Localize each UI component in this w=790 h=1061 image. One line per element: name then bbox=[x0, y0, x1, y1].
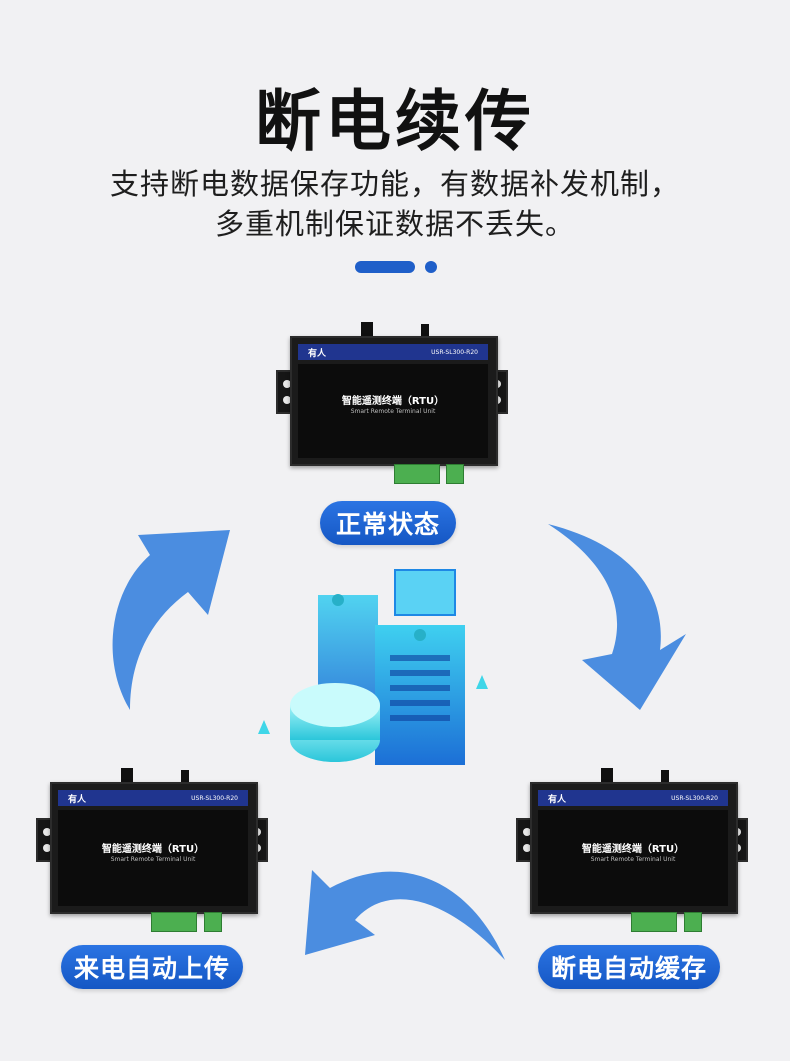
description-line-1: 支持断电数据保存功能，有数据补发机制， bbox=[109, 167, 680, 201]
monitor-icon bbox=[394, 569, 456, 616]
brand-logo: 有人 bbox=[68, 794, 87, 805]
device-model: USR-SL300-R20 bbox=[671, 794, 718, 802]
device-subtitle: Smart Remote Terminal Unit bbox=[350, 408, 436, 415]
server-illustration bbox=[258, 569, 488, 765]
device-model: USR-SL300-R20 bbox=[191, 794, 238, 802]
device-name: 智能遥测终端（RTU） bbox=[581, 844, 685, 855]
device-bottom-left: 有人 USR-SL300-R20 智能遥测终端（RTU） Smart Remot… bbox=[36, 768, 268, 932]
brand-logo: 有人 bbox=[308, 348, 327, 359]
terminal-block bbox=[394, 464, 440, 484]
arrow-left bbox=[112, 530, 230, 710]
terminal-block bbox=[151, 912, 197, 932]
device-name: 智能遥测终端（RTU） bbox=[341, 396, 445, 407]
device-top: 有人 USR-SL300-R20 智能遥测终端（RTU） Smart Remot… bbox=[276, 322, 508, 486]
divider-bar bbox=[355, 261, 415, 273]
terminal-block-small bbox=[446, 464, 464, 484]
page-title: 断电续传 bbox=[255, 83, 535, 160]
terminal-block-small bbox=[684, 912, 702, 932]
device-bottom-right: 有人 USR-SL300-R20 智能遥测终端（RTU） Smart Remot… bbox=[516, 768, 748, 932]
device-subtitle: Smart Remote Terminal Unit bbox=[590, 856, 676, 863]
brand-logo: 有人 bbox=[548, 794, 567, 805]
state-badge-cache: 断电自动缓存 bbox=[538, 945, 720, 989]
divider-dot bbox=[425, 261, 437, 273]
terminal-block bbox=[631, 912, 677, 932]
device-name: 智能遥测终端（RTU） bbox=[101, 844, 205, 855]
arrow-top-right bbox=[548, 524, 686, 710]
description-line-2: 多重机制保证数据不丢失。 bbox=[214, 207, 575, 241]
device-model: USR-SL300-R20 bbox=[431, 348, 478, 356]
server-tower-right bbox=[375, 625, 465, 765]
device-subtitle: Smart Remote Terminal Unit bbox=[110, 856, 196, 863]
terminal-block-small bbox=[204, 912, 222, 932]
state-badge-normal: 正常状态 bbox=[320, 501, 456, 545]
arrow-bottom bbox=[305, 870, 505, 960]
state-badge-restore: 来电自动上传 bbox=[61, 945, 243, 989]
